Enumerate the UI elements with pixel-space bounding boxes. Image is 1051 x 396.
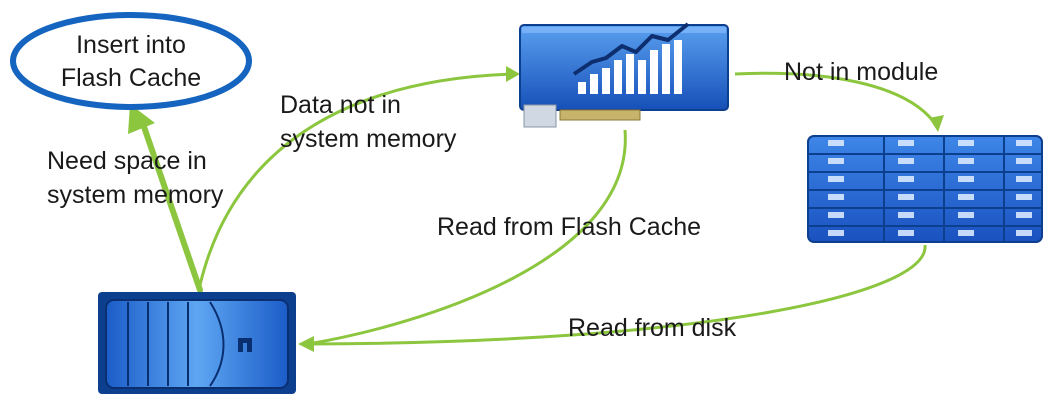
edge-label-data-not-in-memory-2: system memory: [280, 125, 457, 153]
edge-label-data-not-in-memory-1: Data not in: [280, 91, 401, 119]
flash-cache-label-line2: Flash Cache: [60, 64, 202, 92]
storage-controller-icon: [98, 292, 296, 394]
pcie-flash-card-icon: [519, 22, 729, 128]
edge-label-need-space-1: Need space in: [47, 147, 207, 175]
edge-label-need-space-2: system memory: [47, 181, 224, 209]
arrowhead-controller: [298, 336, 314, 352]
edge-label-read-from-flash: Read from Flash Cache: [437, 213, 702, 241]
arrow-need-space: [138, 115, 203, 293]
arrowhead-data-not-in-memory: [506, 66, 520, 82]
arrowhead-not-in-module: [929, 115, 944, 132]
disk-shelf-icon: [807, 135, 1043, 243]
arrow-data-not-in-memory: [198, 72, 515, 286]
arrows: [128, 66, 944, 352]
edge-label-read-from-disk: Read from disk: [568, 314, 737, 342]
edge-label-not-in-module: Not in module: [784, 58, 939, 86]
arrowhead-need-space: [128, 104, 155, 134]
arrow-read-from-flash: [307, 129, 627, 346]
flash-cache-label-line1: Insert into: [76, 31, 186, 59]
arrow-not-in-module: [734, 71, 940, 129]
flash-cache-ellipse: [10, 12, 252, 110]
arrow-read-from-disk: [307, 244, 927, 346]
